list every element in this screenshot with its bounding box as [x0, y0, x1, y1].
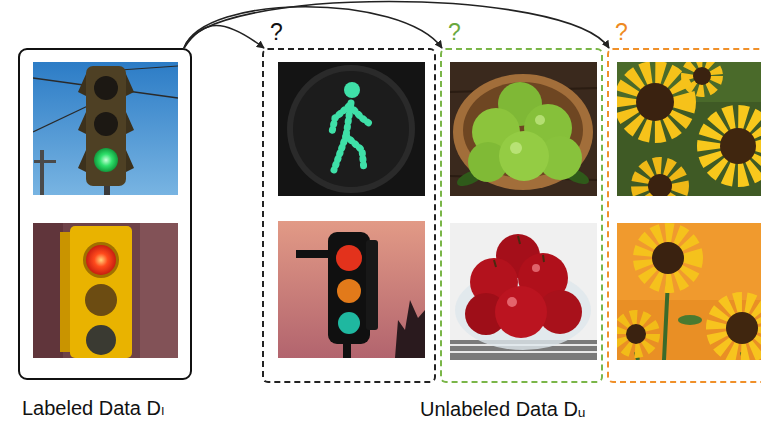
sunset-traffic-light-photo-part	[343, 344, 351, 358]
green-traffic-light-photo-part	[120, 66, 178, 70]
sunflower-field-photo-part	[717, 303, 761, 353]
red-traffic-light-photo-part	[85, 284, 117, 316]
pedestrian-signal-photo-part-part	[350, 106, 370, 124]
sunflowers-photo-part	[636, 83, 674, 121]
green-traffic-light-photo	[33, 62, 178, 195]
question-mark: ?	[448, 19, 461, 46]
green-apples-photo-part	[499, 131, 549, 181]
green-traffic-light-photo-part	[86, 66, 126, 186]
green-traffic-light-photo-part	[94, 148, 118, 172]
sunflower-field-photo-part	[652, 242, 684, 274]
pedestrian-signal-photo-part	[344, 82, 360, 98]
green-apples-photo-part	[535, 115, 545, 125]
green-traffic-light-photo-part	[33, 62, 178, 195]
green-apples-photo-part	[453, 74, 593, 190]
sunset-traffic-light-photo-part	[278, 221, 425, 358]
sunset-traffic-light-photo	[278, 221, 425, 358]
red-traffic-light-photo-part	[86, 325, 116, 355]
pedestrian-signal-photo-part-part	[334, 136, 346, 170]
red-traffic-light-photo-part	[70, 226, 132, 358]
sunset-traffic-light-photo-part	[337, 279, 361, 303]
sunflowers-photo-part	[720, 128, 756, 164]
green-apples-photo-part	[450, 62, 597, 196]
pedestrian-signal-photo-part	[332, 103, 370, 170]
green-apples-photo	[450, 62, 597, 196]
red-traffic-light-photo-part	[33, 223, 178, 358]
unlabeled-group-box: ?	[262, 48, 436, 383]
sunset-traffic-light-photo-part	[336, 245, 362, 271]
curved-arrow	[184, 7, 442, 48]
sunflower-field-photo-part	[617, 300, 761, 360]
sunflower-field-photo-part	[620, 318, 652, 350]
green-apples-photo-part	[510, 142, 522, 154]
sunflower-field-photo-part	[726, 312, 758, 344]
sunset-traffic-light-photo-part	[328, 232, 370, 344]
red-traffic-light-photo-part	[33, 223, 63, 358]
green-traffic-light-photo-part	[78, 74, 86, 172]
sunflower-field-photo	[617, 223, 761, 360]
red-apples-photo-part	[450, 223, 597, 360]
sunflowers-photo-part	[710, 118, 761, 174]
sunflower-field-photo-part	[678, 315, 702, 325]
question-mark: ?	[270, 19, 283, 46]
curved-arrow	[184, 2, 609, 49]
sunflower-field-photo-part	[626, 324, 646, 344]
sunflower-field-photo-part	[644, 234, 692, 282]
unlabeled-group-box: ?	[607, 48, 761, 383]
green-traffic-light-photo-part	[126, 74, 134, 172]
red-apples-photo-part	[495, 286, 547, 338]
group-caption: Unlabeled Data Dᵤ	[420, 398, 586, 421]
red-traffic-light-photo-part	[83, 242, 119, 278]
curved-arrow	[184, 26, 264, 49]
sunflowers-photo-part	[648, 174, 672, 196]
red-traffic-light-photo-part	[86, 245, 116, 275]
red-apples-photo-part	[494, 236, 544, 267]
sunflower-field-photo-part	[617, 223, 761, 360]
question-mark: ?	[615, 19, 628, 46]
pedestrian-signal-photo	[278, 62, 425, 196]
sunflowers-photo-part	[693, 67, 711, 85]
red-apples-photo	[450, 223, 597, 360]
pedestrian-signal-photo-part	[293, 71, 409, 187]
pedestrian-signal-photo-part	[287, 65, 415, 193]
green-traffic-light-photo-part	[94, 112, 118, 136]
sunflowers-photo	[617, 62, 761, 196]
sunflowers-photo-part	[640, 166, 680, 196]
labeled-data-box: Labeled Data Dₗ	[18, 48, 192, 380]
red-apples-photo-part	[507, 297, 517, 307]
red-apples-photo-part	[532, 264, 540, 272]
sunflowers-photo-part	[688, 62, 716, 90]
red-traffic-light-photo-part	[140, 223, 178, 358]
sunset-traffic-light-photo-part	[366, 240, 378, 330]
green-traffic-light-photo-part	[34, 160, 56, 163]
green-traffic-light-photo-part	[94, 76, 118, 100]
red-traffic-light-photo	[33, 223, 178, 358]
pedestrian-signal-photo-part-part	[346, 136, 364, 170]
unlabeled-group-box: ?	[440, 48, 603, 383]
sunset-traffic-light-photo-part	[338, 312, 360, 334]
sunset-traffic-light-photo-part	[395, 300, 425, 358]
green-traffic-light-photo-part	[40, 150, 44, 195]
pedestrian-signal-photo-part-part	[332, 106, 349, 132]
pedestrian-signal-photo-part	[278, 62, 425, 196]
group-caption: Labeled Data Dₗ	[22, 396, 164, 420]
sunflowers-photo-part	[627, 74, 683, 130]
sunset-traffic-light-photo-part	[296, 250, 330, 258]
